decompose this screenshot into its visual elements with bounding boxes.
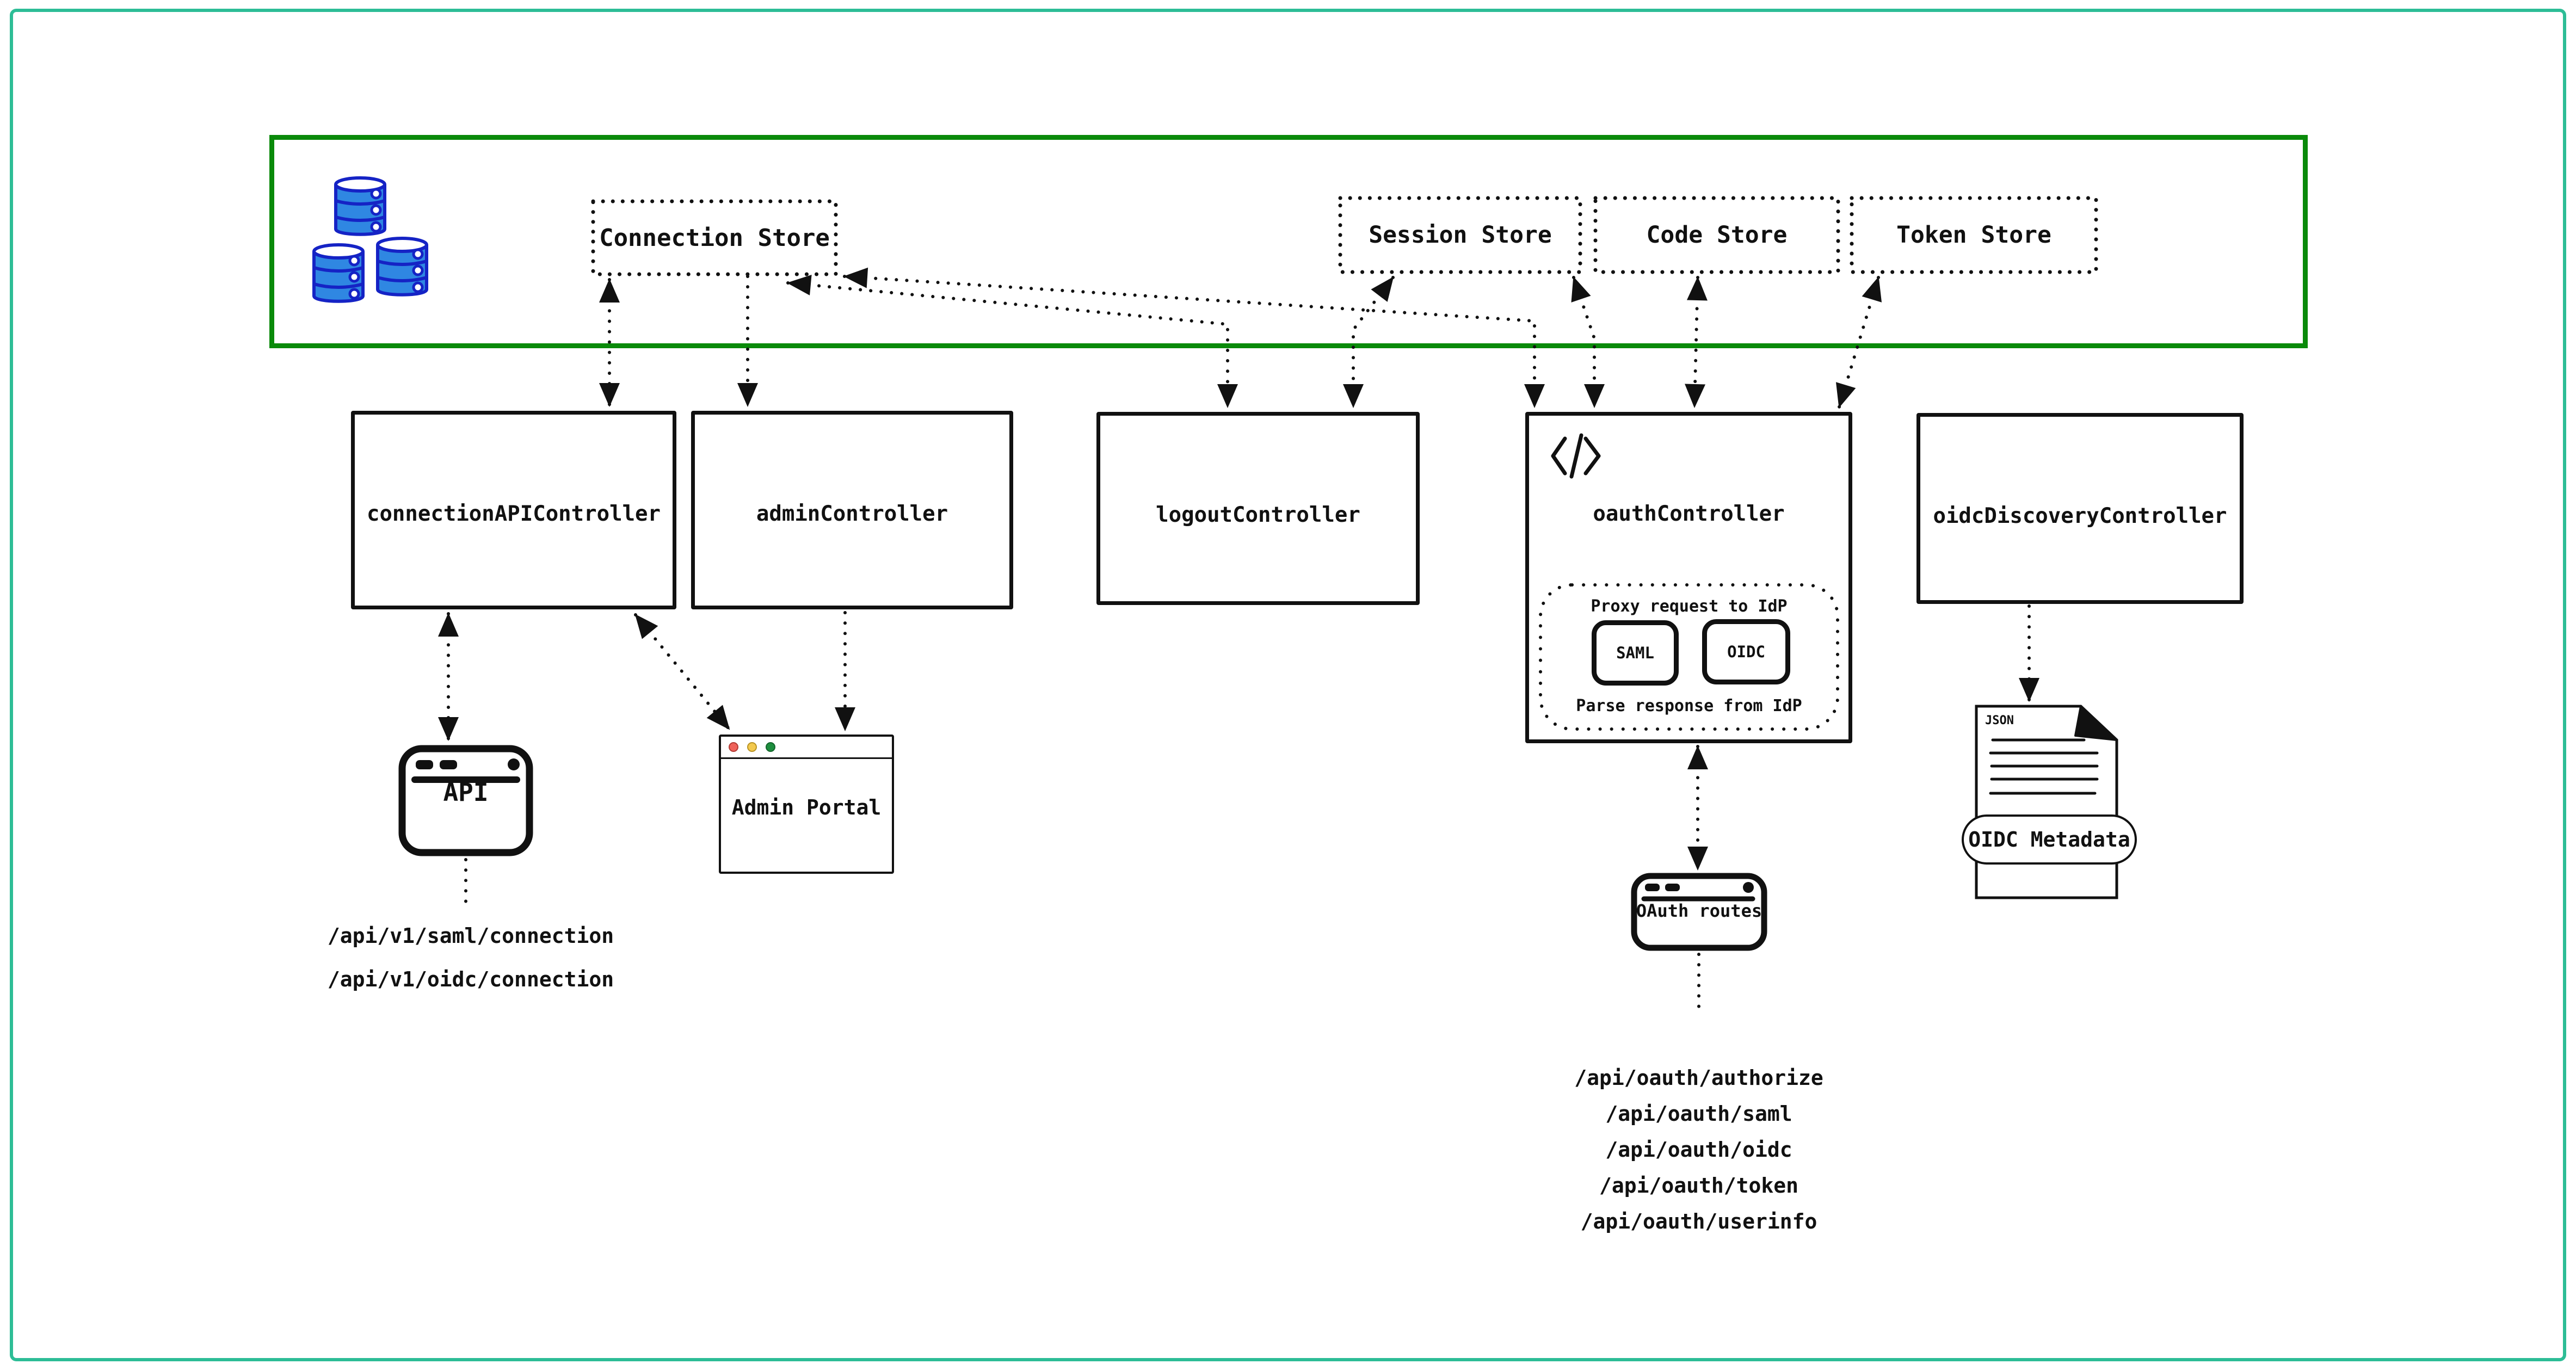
arrow-connection-api-admin-portal — [634, 613, 731, 731]
protocol-saml-box: SAML — [1592, 620, 1679, 686]
oauth-routes-label: OAuth routes — [1636, 900, 1762, 921]
arrow-session-store-oauth — [1571, 276, 1605, 409]
connection-store-label: Connection Store — [599, 224, 830, 252]
arrow-session-store-logout — [1343, 276, 1395, 409]
controller-logout: logoutController — [1096, 412, 1420, 605]
controller-admin-label: adminController — [756, 501, 948, 526]
admin-portal-label: Admin Portal — [731, 795, 882, 819]
api-endpoint-list: /api/v1/saml/connection /api/v1/oidc/con… — [297, 918, 645, 997]
oauth-endpoint: /api/oauth/saml — [1605, 1102, 1792, 1126]
admin-portal-window: Admin Portal — [719, 735, 894, 874]
arrow-connection-store-oauth — [843, 267, 1545, 409]
minimize-traffic-light-icon — [747, 742, 757, 752]
api-window-icon — [398, 745, 533, 856]
maximize-traffic-light-icon — [766, 742, 775, 752]
json-file-type-label: JSON — [1985, 713, 2014, 727]
browser-titlebar — [721, 737, 892, 759]
arrow-code-store-oauth — [1685, 276, 1708, 409]
controller-oidc-discovery-label: oidcDiscoveryController — [1933, 503, 2227, 528]
controller-oidc-discovery: oidcDiscoveryController — [1916, 413, 2244, 604]
controller-logout-label: logoutController — [1156, 502, 1360, 527]
oauth-endpoint: /api/oauth/oidc — [1605, 1138, 1792, 1162]
controller-admin: adminController — [691, 411, 1013, 609]
page-frame — [10, 9, 2566, 1361]
oauth-endpoint: /api/oauth/userinfo — [1580, 1209, 1817, 1233]
arrow-connection-store-logout — [786, 275, 1238, 409]
code-store-label: Code Store — [1646, 221, 1788, 249]
arrow-token-store-oauth — [1835, 276, 1882, 409]
proxy-response-label: Parse response from IdP — [1576, 696, 1802, 715]
token-store-label: Token Store — [1896, 221, 2051, 249]
controller-oauth-label: oauthController — [1593, 501, 1785, 526]
oauth-endpoint: /api/oauth/authorize — [1574, 1066, 1823, 1090]
token-store-box — [1850, 196, 2098, 274]
controller-oauth: oauthController — [1525, 412, 1852, 743]
oidc-metadata-banner: OIDC Metadata — [1962, 814, 2137, 865]
api-endpoint: /api/v1/oidc/connection — [327, 967, 614, 991]
session-store-label: Session Store — [1369, 221, 1552, 249]
code-icon — [1551, 433, 1601, 479]
controller-connection-api-label: connectionAPIController — [366, 501, 661, 526]
protocol-oidc-box: OIDC — [1702, 619, 1790, 684]
database-cluster-icon — [312, 176, 428, 303]
controller-connection-api: connectionAPIController — [351, 411, 676, 609]
api-endpoint: /api/v1/saml/connection — [327, 924, 614, 948]
oauth-endpoint-list: /api/oauth/authorize /api/oauth/saml /ap… — [1525, 1060, 1873, 1239]
proxy-request-label: Proxy request to IdP — [1591, 596, 1788, 616]
api-node-label: API — [443, 777, 489, 807]
oauth-endpoint: /api/oauth/token — [1599, 1174, 1799, 1198]
oauth-routes-window-icon — [1631, 873, 1767, 951]
json-document-icon — [1975, 705, 2118, 899]
close-traffic-light-icon — [729, 742, 738, 752]
